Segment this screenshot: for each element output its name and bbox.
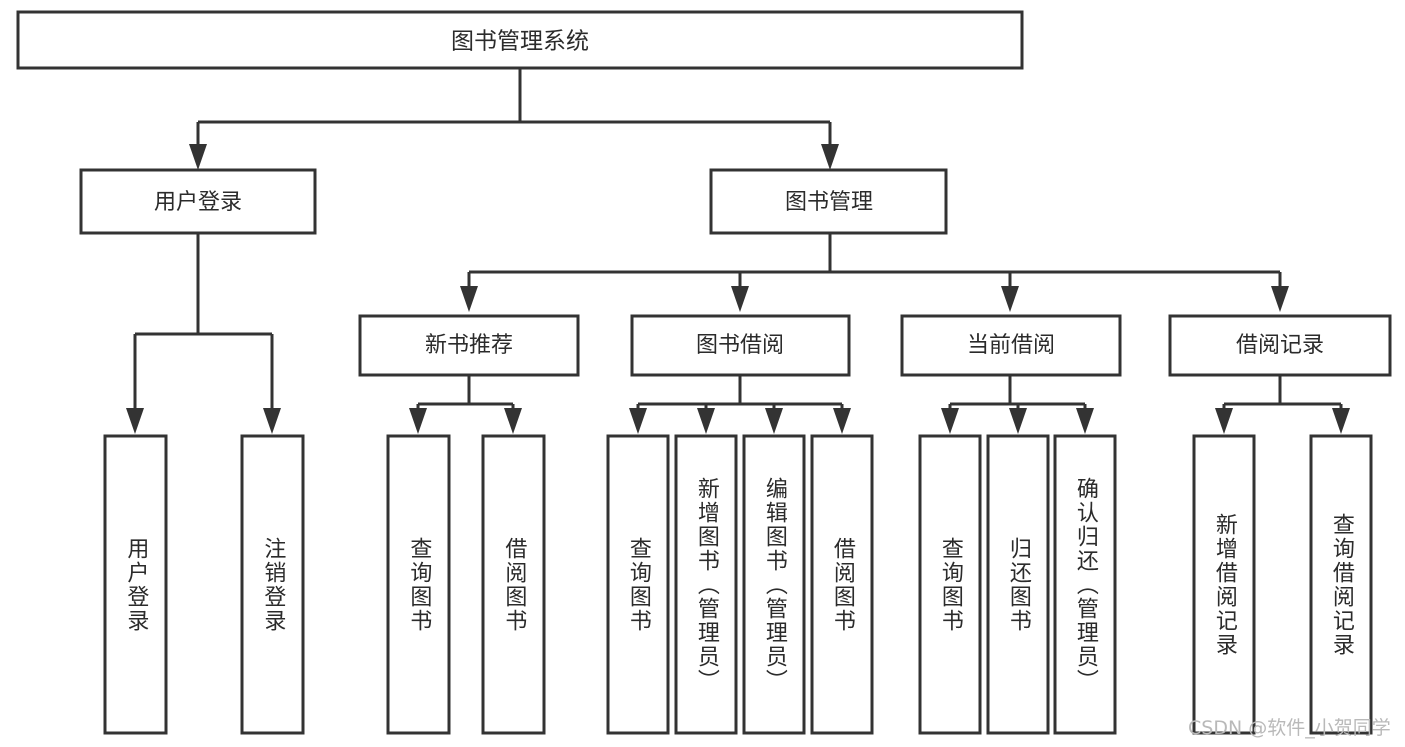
- leaf-box-bb-borrow-book[interactable]: [810, 434, 874, 735]
- leaf-box-nbr-query-book[interactable]: [386, 434, 451, 735]
- leaf-box-cb-query-book[interactable]: [918, 434, 982, 735]
- node-label-book-borrow: 图书借阅: [696, 333, 784, 358]
- node-label-user-login: 用户登录: [154, 190, 242, 215]
- arrowhead-cb-leaf-3: [1076, 408, 1094, 434]
- connector-group-user-login: [133, 233, 274, 412]
- leaf-box-br-add-record[interactable]: [1192, 434, 1256, 735]
- arrowhead-nbr-leaf-1: [409, 408, 427, 434]
- arrowhead-to-leaf-user-login: [126, 408, 144, 434]
- arrowhead-nbr-leaf-2: [504, 408, 522, 434]
- leaf-box-cb-return-book[interactable]: [986, 434, 1050, 735]
- arrowhead-to-leaf-logout: [263, 408, 281, 434]
- node-label-new-book-recommend: 新书推荐: [425, 333, 513, 358]
- node-root-book-management-system[interactable]: 图书管理系统: [16, 10, 1024, 70]
- arrowhead-br-leaf-1: [1215, 408, 1233, 434]
- arrowhead-to-book-borrow: [731, 286, 749, 312]
- node-label-root: 图书管理系统: [451, 29, 589, 55]
- connector-group-book-manage: [467, 233, 1282, 290]
- leaf-box-nbr-borrow-book[interactable]: [481, 434, 546, 735]
- arrowhead-to-book-manage: [821, 144, 839, 170]
- connector-group-new-book-recommend: [416, 375, 515, 412]
- arrowhead-bb-leaf-2: [697, 408, 715, 434]
- leaf-box-bb-query-book[interactable]: [606, 434, 670, 735]
- node-label-book-management: 图书管理: [785, 190, 873, 215]
- leaf-box-br-query-record[interactable]: [1309, 434, 1373, 735]
- leaf-box-bb-add-book[interactable]: [674, 434, 738, 735]
- leaf-box-cb-confirm-return[interactable]: [1053, 434, 1117, 735]
- node-new-book-recommend[interactable]: 新书推荐: [358, 314, 580, 377]
- node-book-borrow[interactable]: 图书借阅: [630, 314, 851, 377]
- connector-group-current-borrow: [948, 375, 1087, 412]
- arrowhead-cb-leaf-2: [1009, 408, 1027, 434]
- arrowhead-bb-leaf-4: [833, 408, 851, 434]
- connector-group-borrow-record: [1222, 375, 1343, 412]
- node-label-current-borrow: 当前借阅: [967, 333, 1055, 358]
- leaf-box-bb-edit-book[interactable]: [742, 434, 806, 735]
- leaf-box-user-login[interactable]: [103, 434, 168, 735]
- connector-group-root: [196, 68, 832, 148]
- node-book-management[interactable]: 图书管理: [709, 168, 948, 235]
- arrowhead-bb-leaf-1: [629, 408, 647, 434]
- node-label-borrow-record: 借阅记录: [1236, 333, 1324, 358]
- node-user-login[interactable]: 用户登录: [79, 168, 317, 235]
- arrowhead-bb-leaf-3: [765, 408, 783, 434]
- arrowhead-cb-leaf-1: [941, 408, 959, 434]
- arrowhead-to-current-borrow: [1001, 286, 1019, 312]
- arrowhead-to-user-login: [189, 144, 207, 170]
- leaf-box-logout[interactable]: [240, 434, 305, 735]
- node-current-borrow[interactable]: 当前借阅: [900, 314, 1122, 377]
- connector-group-book-borrow: [636, 375, 844, 412]
- arrowhead-br-leaf-2: [1332, 408, 1350, 434]
- arrowhead-to-borrow-record: [1271, 286, 1289, 312]
- node-borrow-record[interactable]: 借阅记录: [1168, 314, 1392, 377]
- arrowhead-to-new-book-recommend: [460, 286, 478, 312]
